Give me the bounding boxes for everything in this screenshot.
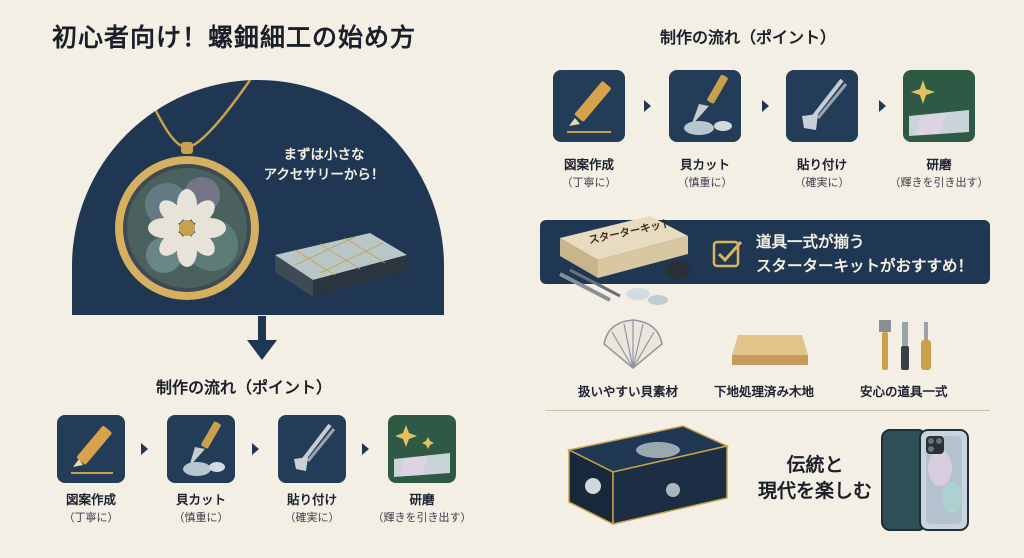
step-sub: （輝きを引き出す） <box>889 176 989 189</box>
wood-base-icon <box>732 335 808 365</box>
chevron-right-icon <box>141 443 148 455</box>
step-caption-right-1: 図案作成 （丁寧に） <box>534 156 644 192</box>
sparkle-shell-icon <box>394 425 450 477</box>
pendant-illustration <box>115 80 259 300</box>
shell-icon <box>603 319 663 369</box>
step-tile-draft-right <box>553 70 625 142</box>
tweezers-icon <box>294 423 336 471</box>
divider <box>545 410 990 411</box>
chevron-right-icon <box>362 443 369 455</box>
step-caption-right-3: 貼り付け （確実に） <box>767 156 877 192</box>
hero-caption-line-2: アクセサリーから！ <box>263 167 385 183</box>
step-label: 貼り付け <box>796 157 847 172</box>
step-tile-cut-right <box>669 70 741 142</box>
step-label: 貝カット <box>679 157 730 172</box>
starter-kit-box-illustration <box>559 216 690 305</box>
step-label: 貝カット <box>175 492 226 507</box>
pencil-icon <box>567 81 611 133</box>
step-sub: （確実に） <box>284 511 340 524</box>
step-tile-polish-left <box>388 415 456 483</box>
tradition-text: 伝統と 現代を楽しむ <box>758 452 872 504</box>
step-caption-left-1: 図案作成 （丁寧に） <box>36 491 146 527</box>
step-sub: （丁寧に） <box>63 511 119 524</box>
checkbox-icon <box>712 240 743 268</box>
step-caption-right-4: 研磨 （輝きを引き出す） <box>884 156 994 192</box>
step-tile-cut-left <box>167 415 235 483</box>
tradition-line-1: 伝統と <box>786 454 844 476</box>
arrow-down-icon <box>247 316 277 360</box>
step-label: 図案作成 <box>563 157 614 172</box>
knife-icon <box>183 421 225 476</box>
tools-icon <box>879 320 931 370</box>
step-caption-left-4: 研磨 （輝きを引き出す） <box>367 491 477 527</box>
step-sub: （輝きを引き出す） <box>372 511 472 524</box>
pencil-icon <box>71 426 113 474</box>
step-caption-right-2: 貝カット （慎重に） <box>650 156 760 192</box>
chevron-right-icon <box>879 100 886 112</box>
starter-kit-line-1: 道具一式が揃う <box>756 233 865 251</box>
process-title-left: 制作の流れ（ポイント） <box>156 378 333 397</box>
material-label-tools: 安心の道具一式 <box>860 384 948 399</box>
step-label: 研磨 <box>409 492 435 507</box>
step-label: 研磨 <box>926 157 952 172</box>
process-title-right: 制作の流れ（ポイント） <box>660 28 837 47</box>
inlay-box-illustration <box>275 233 407 297</box>
chevron-right-icon <box>252 443 259 455</box>
step-caption-left-2: 貝カット （慎重に） <box>146 491 256 527</box>
step-label: 図案作成 <box>65 492 116 507</box>
step-tile-polish-right <box>903 70 975 142</box>
chevron-right-icon <box>762 100 769 112</box>
hero-caption-line-1: まずは小さな <box>283 147 365 163</box>
step-tile-paste-right <box>786 70 858 142</box>
material-label-shell: 扱いやすい貝素材 <box>578 384 679 399</box>
step-sub: （確実に） <box>794 176 850 189</box>
tradition-line-2: 現代を楽しむ <box>758 480 873 502</box>
step-tile-paste-left <box>278 415 346 483</box>
starter-kit-line-2: スターターキットがおすすめ！ <box>756 257 974 275</box>
material-label-wood: 下地処理済み木地 <box>714 384 815 399</box>
chevron-right-icon <box>644 100 651 112</box>
step-label: 貼り付け <box>286 492 337 507</box>
page-title: 初心者向け！螺鈿細工の始め方 <box>52 23 417 52</box>
lacquer-box-illustration <box>566 425 730 526</box>
hero-caption: まずは小さな アクセサリーから！ <box>234 145 414 185</box>
sparkle-shell-icon <box>909 80 969 136</box>
step-sub: （慎重に） <box>677 176 733 189</box>
smartphone-illustration <box>881 429 969 531</box>
starter-kit-text: 道具一式が揃う スターターキットがおすすめ！ <box>756 230 973 278</box>
step-caption-left-3: 貼り付け （確実に） <box>257 491 367 527</box>
knife-icon <box>684 74 732 135</box>
step-tile-draft-left <box>57 415 125 483</box>
step-sub: （丁寧に） <box>561 176 617 189</box>
tweezers-icon <box>802 78 848 130</box>
step-sub: （慎重に） <box>173 511 229 524</box>
